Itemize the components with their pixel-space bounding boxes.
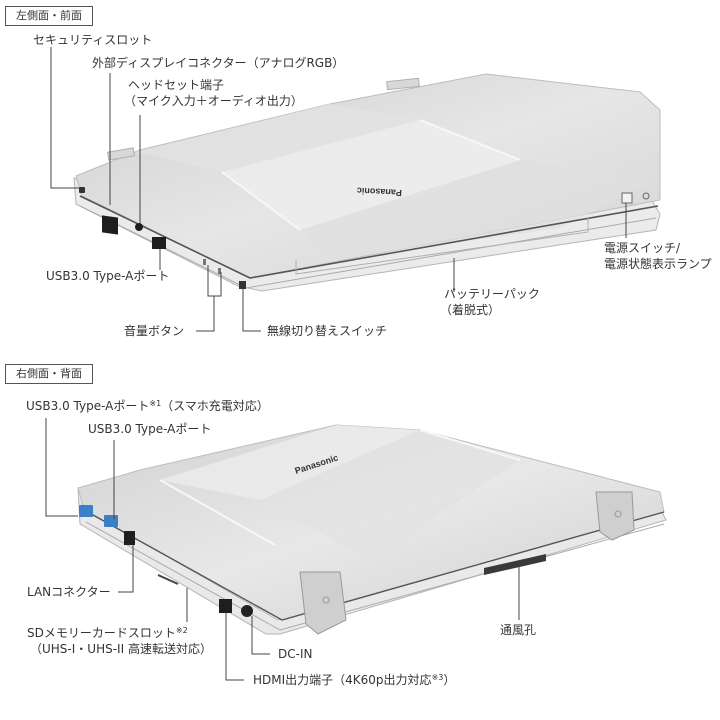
usb-charge-port (79, 505, 93, 517)
callout-battery-line2: （着脱式） (440, 303, 501, 317)
callout-volume: 音量ボタン (124, 324, 185, 338)
volume-down (203, 259, 206, 265)
callout-ext-display: 外部ディスプレイコネクター（アナログRGB） (92, 56, 345, 70)
callout-usb-charge-suffix: （スマホ充電対応） (161, 399, 269, 413)
footnote-mark-3: ※3 (431, 673, 444, 682)
section-tag-left-front: 左側面・前面 (5, 6, 93, 26)
callout-sd-line1: SDメモリーカードスロット※2 (27, 625, 188, 642)
callout-headset-line2: （マイク入力＋オーディオ出力） (124, 94, 303, 108)
callout-headset-line1: ヘッドセット端子 (128, 78, 225, 92)
callout-usb-left: USB3.0 Type-Aポート (46, 269, 170, 283)
hinge-left (299, 571, 347, 635)
callout-dcin: DC-IN (278, 647, 313, 661)
callout-usb-charge: USB3.0 Type-Aポート※1（スマホ充電対応） (26, 398, 269, 415)
callout-wireless: 無線切り替えスイッチ (267, 324, 388, 338)
volume-up (218, 268, 221, 274)
vga-port (102, 215, 118, 235)
callout-battery-line1: バッテリーパック (444, 287, 540, 301)
callout-security-slot: セキュリティスロット (33, 33, 153, 47)
dc-in-port (241, 605, 253, 617)
power-switch (621, 192, 633, 204)
section-tag-right-back: 右側面・背面 (5, 364, 93, 384)
callout-vent: 通風孔 (500, 623, 537, 637)
leader-lines-top (50, 47, 627, 332)
hdmi-port (219, 599, 232, 613)
footnote-mark-1: ※1 (149, 399, 162, 408)
brand-logo-top: Panasonic (357, 186, 402, 198)
callout-hdmi: HDMI出力端子（4K60p出力対応※3） (253, 672, 455, 689)
wireless-switch (239, 281, 246, 289)
callout-power-line2: 電源状態表示ランプ (604, 257, 712, 271)
usb-port-right (104, 515, 118, 527)
laptop-left-front-view: Panasonic (73, 73, 661, 292)
hinge-right (595, 491, 635, 541)
vent-grille (484, 554, 546, 575)
power-icon (642, 192, 650, 200)
callout-usb-charge-text: USB3.0 Type-Aポート (26, 399, 150, 413)
usb-port-left (152, 237, 166, 249)
footnote-mark-2: ※2 (175, 626, 188, 635)
callout-hdmi-suffix: ） (443, 673, 456, 687)
callout-hdmi-text: HDMI出力端子（4K60p出力対応 (253, 673, 432, 687)
callout-power-line1: 電源スイッチ/ (604, 241, 681, 255)
callout-usb-right: USB3.0 Type-Aポート (88, 422, 212, 436)
leader-lines-bottom (45, 418, 520, 681)
callout-lan: LANコネクター (27, 585, 111, 599)
headset-port (135, 223, 143, 231)
sd-slot (157, 574, 179, 585)
security-slot-port (79, 187, 85, 193)
laptop-right-back-view: Panasonic (77, 424, 667, 635)
lan-port (124, 531, 135, 545)
callout-sd-text: SDメモリーカードスロット (27, 626, 176, 640)
callout-sd-line2: （UHS-I・UHS-II 高速転送対応） (30, 642, 212, 656)
